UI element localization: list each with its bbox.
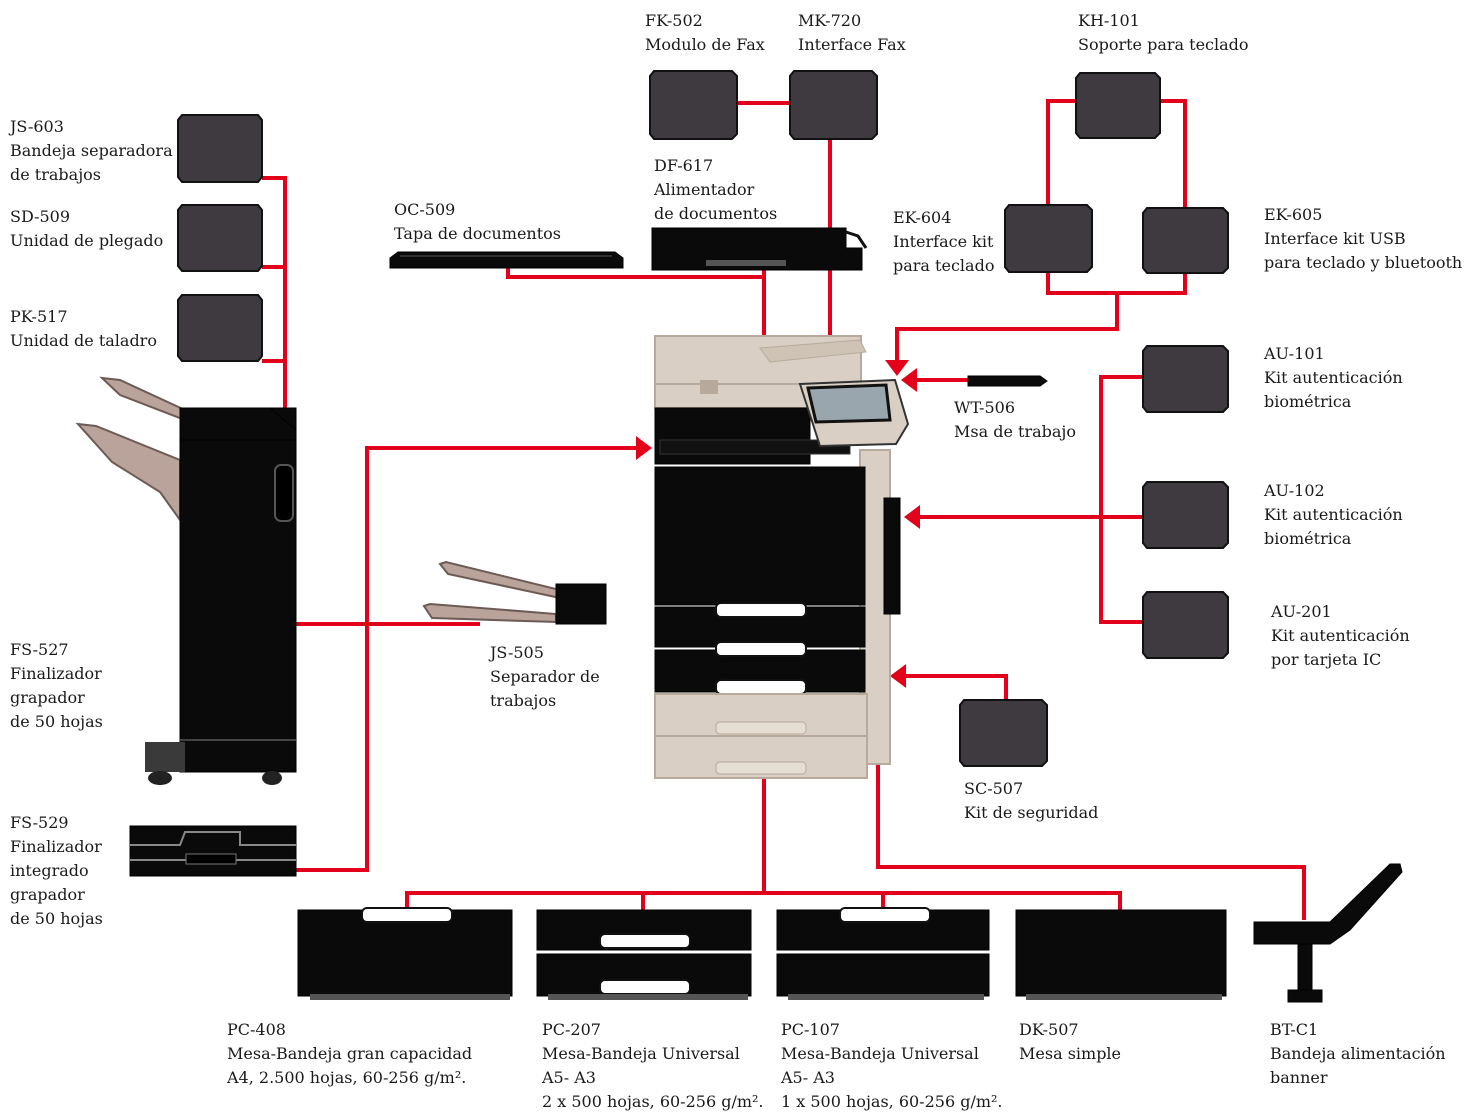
paper-tray-icon xyxy=(776,907,990,1000)
module-box-icon xyxy=(1142,345,1229,413)
job-separator-icon xyxy=(422,560,607,625)
paper-tray-icon xyxy=(536,909,752,1000)
finisher-icon xyxy=(75,376,297,785)
module-box-icon xyxy=(1142,591,1229,659)
banner-tray-icon xyxy=(1253,863,1403,1003)
module-box-icon xyxy=(1142,481,1229,549)
module-box-icon xyxy=(1142,207,1229,274)
document-feeder-icon xyxy=(651,227,868,271)
module-box-icon xyxy=(177,114,263,183)
module-box-icon xyxy=(1004,204,1093,273)
cabinet-icon xyxy=(297,907,513,1000)
work-table-icon xyxy=(967,375,1048,387)
module-box-icon xyxy=(1075,72,1161,139)
module-box-icon xyxy=(959,699,1048,767)
inner-finisher-icon xyxy=(129,825,297,877)
connector-lines xyxy=(262,99,1306,920)
module-box-icon xyxy=(177,294,263,362)
printer-icon xyxy=(654,335,910,779)
module-box-icon xyxy=(649,70,738,140)
module-box-icon xyxy=(789,70,878,140)
document-cover-icon xyxy=(389,251,624,269)
module-box-icon xyxy=(177,204,263,272)
desk-icon xyxy=(1015,909,1227,1000)
